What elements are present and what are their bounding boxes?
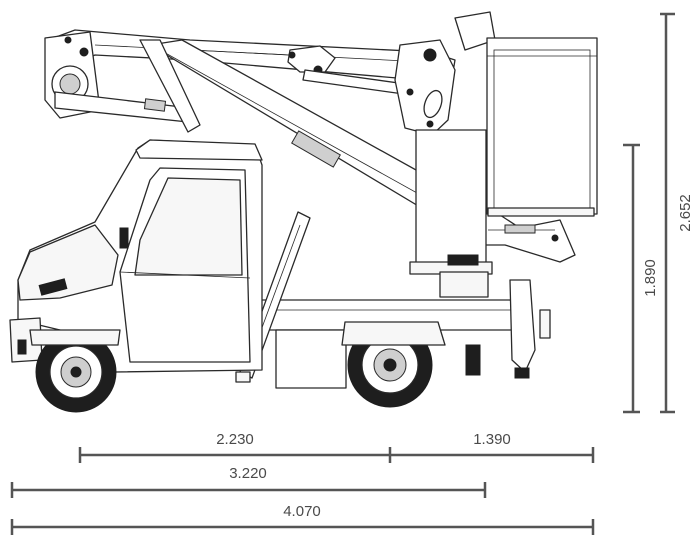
cab — [9, 139, 263, 373]
label-wheelbase: 2.230 — [216, 431, 254, 448]
mast-column — [415, 129, 487, 271]
boom-hinge-right — [394, 39, 456, 136]
upper-boom — [47, 29, 456, 81]
front-wheel — [29, 329, 121, 413]
label-total-length: 4.070 — [283, 503, 321, 520]
linkage-plate — [287, 45, 336, 73]
rear-outrigger — [509, 279, 536, 373]
label-height-cab: 1.890 — [642, 259, 659, 297]
label-front-to-rear-axle: 3.220 — [229, 465, 267, 482]
battery-box — [275, 329, 347, 389]
basket-body — [486, 37, 598, 215]
cab-roof — [135, 139, 263, 161]
secondary-boom — [139, 39, 201, 133]
label-total-height: 2.652 — [677, 194, 694, 232]
dimension-lines — [10, 12, 675, 535]
label-rear-overhang: 1.390 — [473, 431, 511, 448]
turret — [409, 129, 493, 298]
work-basket — [454, 11, 598, 217]
hood — [17, 224, 119, 301]
